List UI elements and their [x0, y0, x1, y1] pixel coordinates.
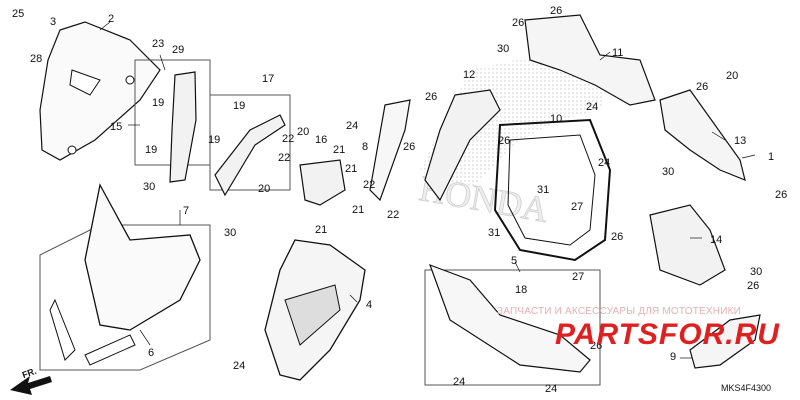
part-bracket-right: [214, 114, 286, 197]
callout-24: 24: [586, 101, 598, 113]
front-direction-arrow: [10, 376, 52, 395]
callout-25: 25: [12, 8, 24, 20]
callout-11: 11: [612, 47, 623, 59]
callout-23: 23: [152, 38, 164, 50]
part-inner-cover-detail: [284, 284, 341, 346]
watermark-caption: ЗАПЧАСТИ И АКСЕССУАРЫ ДЛЯ МОТОТЕХНИКИ: [497, 306, 742, 317]
diagram-code: MKS4F4300: [721, 383, 772, 393]
callout-8: 8: [362, 141, 368, 153]
callout-16: 16: [315, 134, 327, 146]
callout-24: 24: [598, 157, 610, 169]
part-side-cover-13: [659, 89, 746, 181]
callout-18: 18: [515, 284, 527, 296]
watermark-logo: PARTSFOR.RU: [555, 318, 780, 351]
callout-24: 24: [545, 383, 557, 395]
callout-12: 12: [463, 69, 475, 81]
part-lower-cover-14: [649, 204, 726, 286]
callout-1: 1: [768, 151, 774, 163]
callout-15: 15: [110, 121, 122, 133]
callout-20: 20: [297, 126, 309, 138]
callout-19: 19: [152, 97, 164, 109]
callout-21: 21: [315, 224, 327, 236]
callout-30: 30: [143, 181, 155, 193]
callout-26: 26: [747, 280, 759, 292]
part-center-panel: [424, 89, 501, 202]
leader-lines: [99, 21, 756, 359]
callout-26: 26: [611, 231, 623, 243]
callout-24: 24: [346, 120, 358, 132]
group-frame-5: [424, 269, 601, 386]
callout-26: 26: [425, 91, 437, 103]
callout-7: 7: [183, 205, 189, 217]
windscreen-slot: [69, 69, 101, 96]
callout-22: 22: [282, 133, 294, 145]
callout-31: 31: [537, 184, 549, 196]
callout-27: 27: [572, 271, 584, 283]
callout-14: 14: [710, 234, 722, 246]
part-windscreen: [39, 21, 161, 161]
callout-26: 26: [550, 5, 562, 17]
callout-22: 22: [387, 209, 399, 221]
part-lower-panel: [428, 263, 591, 373]
callout-24: 24: [233, 360, 245, 372]
part-cowl-trim: [49, 298, 76, 361]
callout-4: 4: [366, 299, 372, 311]
callout-21: 21: [333, 144, 345, 156]
callout-29: 29: [172, 44, 184, 56]
part-meter-frame: [493, 118, 612, 262]
callout-26: 26: [775, 189, 787, 201]
callout-19: 19: [208, 134, 220, 146]
callout-26: 26: [696, 81, 708, 93]
callout-20: 20: [726, 70, 738, 82]
callout-30: 30: [224, 227, 236, 239]
callout-28: 28: [30, 53, 42, 65]
callout-26: 26: [590, 340, 602, 352]
part-front-cowl: [84, 183, 201, 331]
callout-30: 30: [662, 166, 674, 178]
part-side-strip: [369, 99, 411, 202]
callout-26: 26: [512, 17, 524, 29]
callout-22: 22: [278, 152, 290, 164]
group-frame-17: [209, 94, 291, 191]
callout-26: 26: [498, 135, 510, 147]
windscreen-hole: [67, 145, 77, 155]
callout-19: 19: [145, 144, 157, 156]
callout-30: 30: [750, 266, 762, 278]
callout-24: 24: [453, 376, 465, 388]
part-upper-cover-right: [524, 14, 656, 106]
callout-22: 22: [363, 179, 375, 191]
callout-27: 27: [571, 201, 583, 213]
callout-31: 31: [488, 227, 500, 239]
callout-10: 10: [550, 113, 562, 125]
callout-2: 2: [108, 13, 114, 25]
callout-21: 21: [345, 163, 357, 175]
part-meter-bracket: [299, 159, 346, 206]
windscreen-hole: [125, 75, 135, 85]
callout-21: 21: [352, 204, 364, 216]
callout-19: 19: [233, 100, 245, 112]
callout-26: 26: [403, 141, 415, 153]
part-meter-frame-inner: [507, 134, 596, 246]
callout-9: 9: [670, 351, 676, 363]
callout-17: 17: [262, 73, 274, 85]
callout-6: 6: [148, 347, 154, 359]
part-bracket-left: [169, 71, 197, 183]
callout-30: 30: [497, 43, 509, 55]
callout-3: 3: [50, 16, 56, 28]
part-cowl-trim: [84, 334, 136, 366]
callout-13: 13: [734, 135, 746, 147]
callout-5: 5: [511, 255, 517, 267]
part-side-panel-9: [689, 314, 761, 369]
callout-20: 20: [258, 183, 270, 195]
